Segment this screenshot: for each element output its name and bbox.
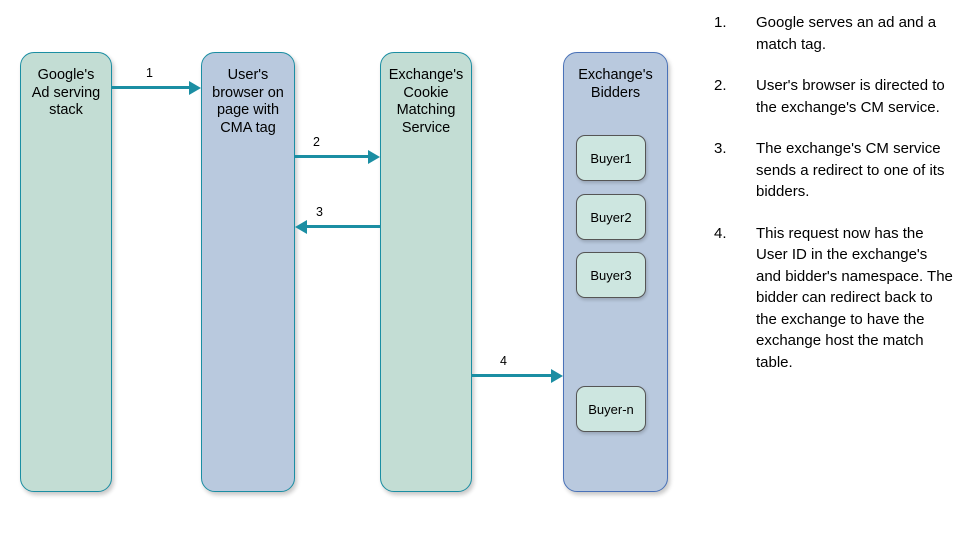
buyer-label: Buyer3 [590, 268, 632, 283]
buyer-label: Buyer2 [590, 210, 632, 225]
buyer-box[interactable]: Buyer2 [576, 194, 646, 240]
arrow-3-label: 3 [316, 205, 323, 219]
arrow-3-head-icon [295, 219, 307, 234]
step-text: The exchange's CM service sends a redire… [756, 140, 945, 200]
arrow-4-head-icon [551, 368, 563, 383]
arrow-1-label: 1 [146, 66, 153, 80]
buyer-label: Buyer-n [588, 402, 634, 417]
lane-label: User's browser on page with CMA tag [212, 67, 284, 136]
arrow-4-line [472, 374, 551, 377]
step-number: 2. [714, 77, 727, 94]
buyer-label: Buyer1 [590, 151, 632, 166]
numbered-step-list: 1. Google serves an ad and a match tag. … [706, 12, 956, 393]
step-text: Google serves an ad and a match tag. [756, 14, 937, 53]
buyer-box[interactable]: Buyer-n [576, 386, 646, 432]
step-number: 3. [714, 140, 727, 157]
arrow-2-line [295, 155, 368, 158]
lane-google-ad-serving-stack[interactable]: Google's Ad serving stack [20, 52, 112, 492]
buyer-box[interactable]: Buyer3 [576, 252, 646, 298]
buyer-box[interactable]: Buyer1 [576, 135, 646, 181]
lane-exchange-cookie-matching-service[interactable]: Exchange's Cookie Matching Service [380, 52, 472, 492]
step-number: 4. [714, 224, 727, 242]
list-item: 2. User's browser is directed to the exc… [706, 75, 956, 118]
list-item: 3. The exchange's CM service sends a red… [706, 138, 956, 203]
list-item: 4. This request now has the User ID in t… [706, 223, 956, 374]
list-item: 1. Google serves an ad and a match tag. [706, 12, 956, 55]
arrow-1-line [112, 86, 189, 89]
step-text: This request now has the User ID in the … [756, 224, 953, 371]
lane-label: Exchange's Bidders [578, 67, 653, 101]
arrow-2-head-icon [368, 149, 380, 164]
step-text: User's browser is directed to the exchan… [756, 77, 945, 116]
step-number: 1. [714, 14, 727, 31]
lane-label: Google's Ad serving stack [31, 67, 101, 118]
arrow-4-label: 4 [500, 354, 507, 368]
lane-label: Exchange's Cookie Matching Service [388, 67, 464, 136]
arrow-1-head-icon [189, 80, 201, 95]
flow-diagram: Google's Ad serving stack User's browser… [20, 52, 668, 492]
lane-users-browser[interactable]: User's browser on page with CMA tag [201, 52, 295, 492]
arrow-2-label: 2 [313, 135, 320, 149]
arrow-3-line [307, 225, 380, 228]
